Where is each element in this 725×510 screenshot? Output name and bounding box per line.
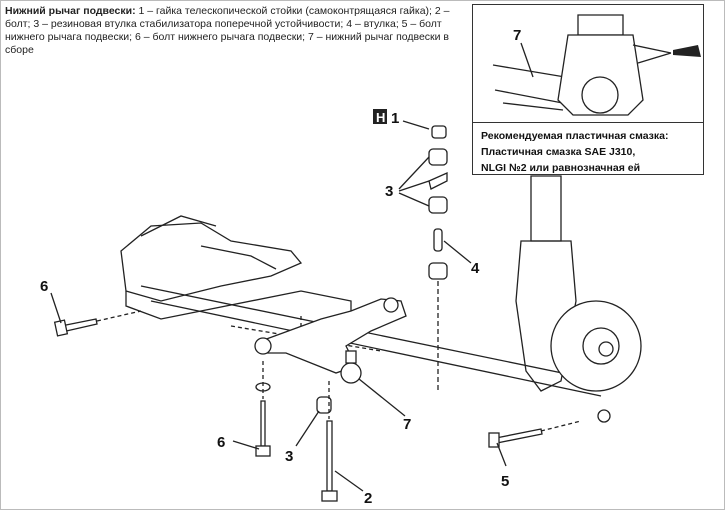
lubrication-inset: 7 Рекомендуемая пластичная смазка: Пласт… <box>472 4 704 175</box>
lubricant-line-2: Пластичная смазка SAE J310, <box>481 146 636 158</box>
inset-divider <box>473 122 703 123</box>
lubricant-line-1: Рекомендуемая пластичная смазка: <box>481 130 669 142</box>
knuckle-disc <box>515 175 642 423</box>
caption-text: 1 – гайка телескопической стойки (самоко… <box>5 5 450 56</box>
callout-1: 1 <box>391 110 399 127</box>
callout-6-left: 6 <box>40 278 48 295</box>
callout-5: 5 <box>501 473 509 490</box>
caption-title: Нижний рычаг подвески: <box>5 5 136 17</box>
lubricant-line-3: NLGI №2 или равнозначная ей <box>481 162 641 174</box>
bolts <box>53 310 582 502</box>
callout-3-bottom: 3 <box>285 448 293 465</box>
inset-callout-7: 7 <box>513 27 521 44</box>
subframe <box>120 215 602 397</box>
lubricant-note: Рекомендуемая пластичная смазка: Пластич… <box>481 128 669 176</box>
ball-joint-drawing: 7 <box>492 14 701 116</box>
h-badge: H <box>376 110 385 125</box>
h-badge-bg <box>373 109 387 124</box>
leader-lines <box>50 120 507 492</box>
callout-2: 2 <box>364 490 372 507</box>
lower-arm <box>254 297 407 384</box>
callout-6-bottom: 6 <box>217 434 225 451</box>
callout-4: 4 <box>471 260 480 277</box>
callout-3-top: 3 <box>385 183 393 200</box>
callout-7: 7 <box>403 416 411 433</box>
caption: Нижний рычаг подвески: 1 – гайка телеско… <box>5 5 455 57</box>
